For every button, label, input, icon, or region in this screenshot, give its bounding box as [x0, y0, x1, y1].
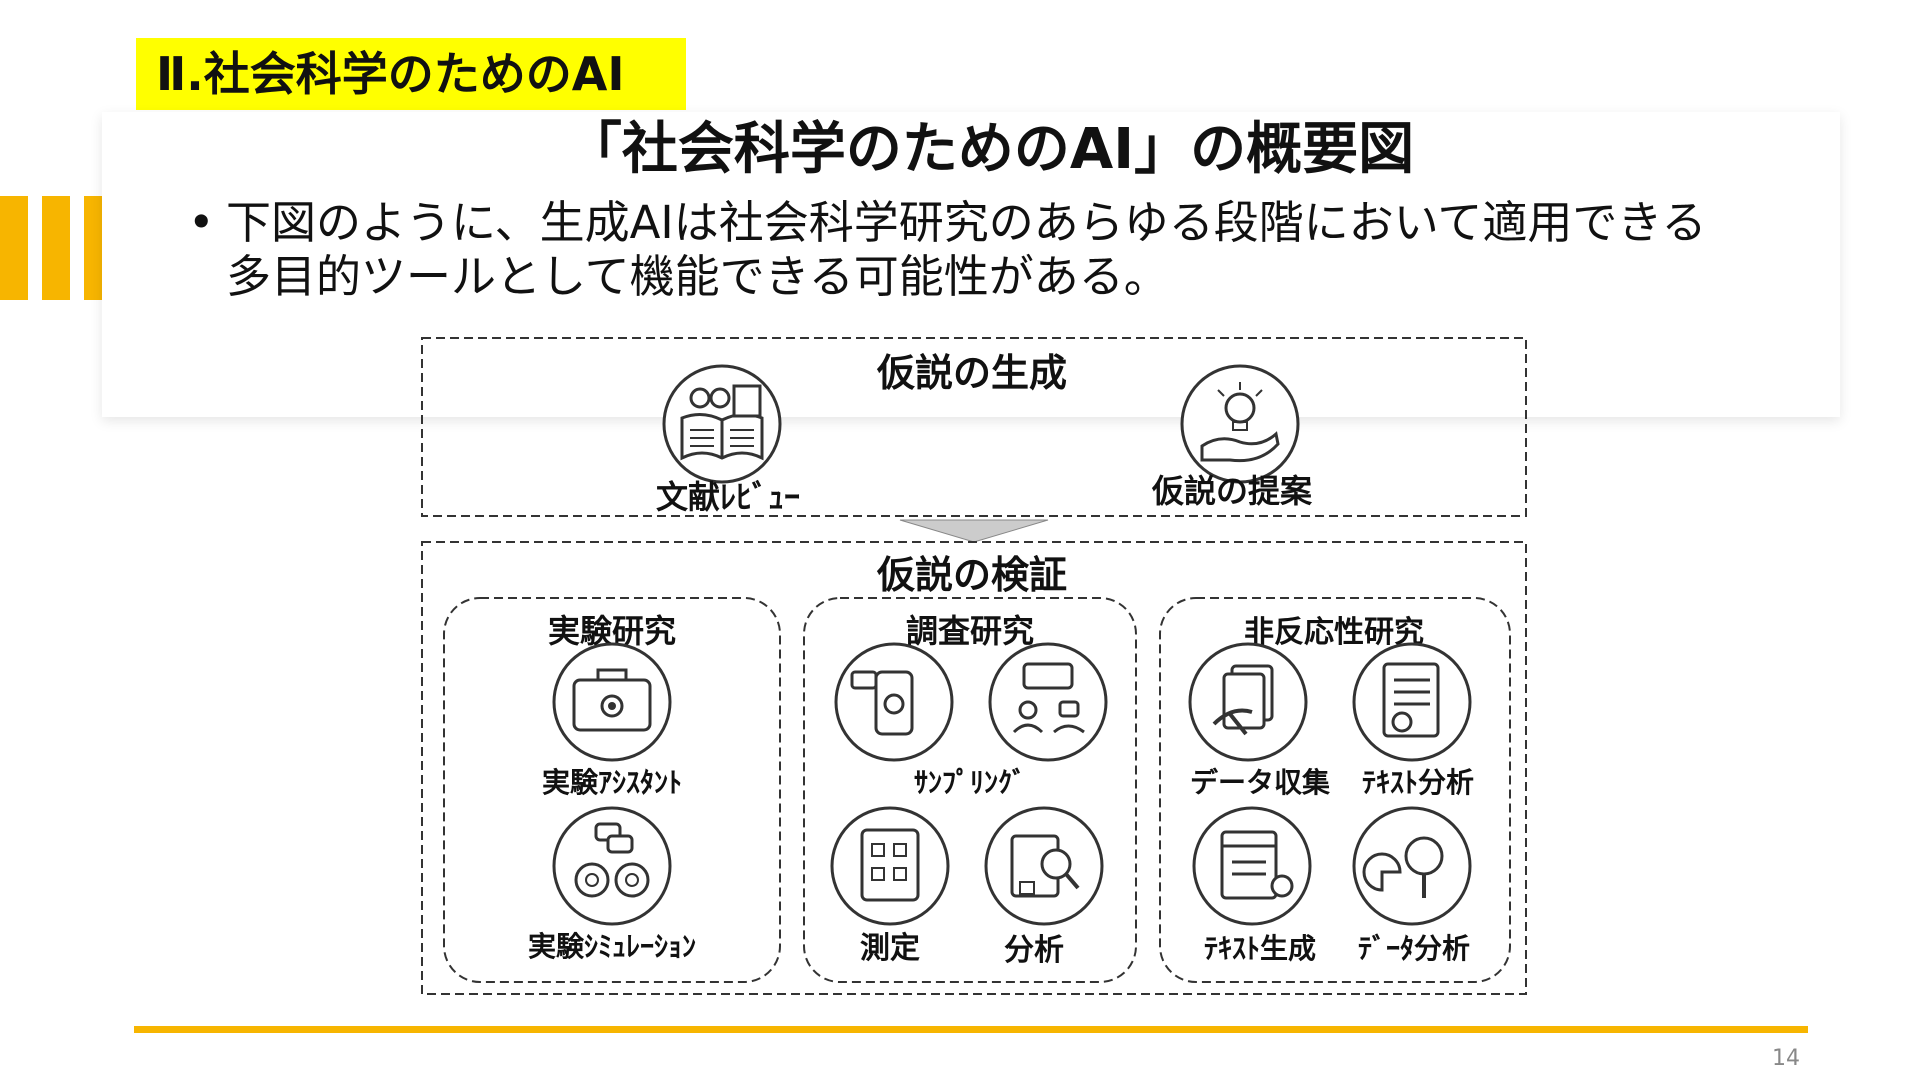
footer-line [134, 1026, 1808, 1033]
group2-item-label-4: 分析 [1004, 933, 1064, 968]
document-check-icon [1352, 642, 1472, 762]
group-box-experimental [443, 597, 781, 983]
page-number: 14 [1772, 1046, 1800, 1071]
bar-3 [84, 196, 102, 300]
group1-item-label-1: 実験ｱｼｽﾀﾝﾄ [542, 766, 682, 799]
chart-magnifier-icon [1352, 806, 1472, 926]
header-card [102, 112, 1840, 417]
top-item-label-1: 文献ﾚﾋﾞｭｰ [656, 478, 800, 516]
group3-item-label-1: データ収集 [1190, 766, 1330, 799]
group-box-survey [803, 597, 1137, 983]
book-glasses-icon [662, 364, 782, 484]
group3-item-label-2: ﾃｷｽﾄ分析 [1362, 766, 1474, 799]
report-magnifier-icon [984, 806, 1104, 926]
person-robot-chat-icon [988, 642, 1108, 762]
decorative-bars [0, 196, 102, 300]
robots-chat-icon [552, 806, 672, 926]
bullet-point: • 下図のように、生成AIは社会科学研究のあらゆる段階において適用できる多目的ツ… [188, 196, 1738, 304]
group-box-unobtrusive [1159, 597, 1511, 983]
down-arrow-icon [899, 519, 1049, 543]
group-title-2: 調査研究 [906, 612, 1034, 650]
toolbox-gear-icon [552, 642, 672, 762]
top-section-box [421, 337, 1527, 517]
top-item-label-2: 仮説の提案 [1151, 472, 1313, 510]
group1-item-label-2: 実験ｼﾐｭﾚｰｼｮﾝ [528, 930, 696, 963]
bar-1 [0, 196, 28, 300]
group3-item-label-3: ﾃｷｽﾄ生成 [1204, 932, 1316, 965]
documents-pickaxe-icon [1188, 642, 1308, 762]
group-title-3: 非反応性研究 [1244, 615, 1424, 650]
phone-robot-icon [834, 642, 954, 762]
bottom-section-title: 仮説の検証 [876, 553, 1067, 597]
bullet-marker: • [188, 196, 215, 249]
top-section-title: 仮説の生成 [876, 351, 1067, 395]
bar-2 [42, 196, 70, 300]
checklist-icon [830, 806, 950, 926]
browser-gear-icon [1192, 806, 1312, 926]
group2-item-label-1: ｻﾝﾌﾟﾘﾝｸﾞ [914, 766, 1026, 799]
slide-title: 「社会科学のためのAI」の概要図 [565, 117, 1415, 182]
group2-item-label-3: 測定 [860, 931, 920, 966]
bullet-text: 下図のように、生成AIは社会科学研究のあらゆる段階において適用できる多目的ツール… [226, 196, 1707, 303]
group3-item-label-4: ﾃﾞｰﾀ分析 [1358, 932, 1470, 965]
overview-diagram: 仮説の生成 文献ﾚﾋﾞｭｰ 仮説の提案 仮説の検証 実験研究 [421, 337, 1527, 995]
section-tag: Ⅱ.社会科学のためのAI [136, 38, 686, 110]
bottom-section-box [421, 541, 1527, 995]
lightbulb-hand-icon [1180, 364, 1300, 484]
